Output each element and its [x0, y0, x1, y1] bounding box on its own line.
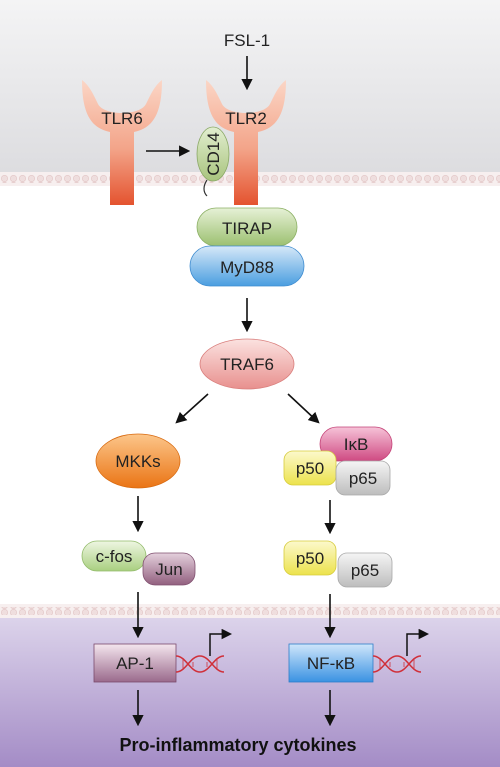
cfos-label: c-fos — [96, 547, 133, 566]
p65-free-label: p65 — [351, 561, 379, 580]
output-label: Pro-inflammatory cytokines — [119, 735, 356, 755]
traf6-to-nfkb-complex-arrow — [287, 393, 320, 424]
ap1-node — [93, 643, 177, 683]
tirap-label: TIRAP — [222, 219, 272, 238]
ikb-label: IκB — [344, 435, 369, 454]
dna-helix-right — [372, 655, 422, 673]
transcription-start-arrow-left — [209, 628, 233, 656]
nucleus-region — [0, 612, 500, 767]
jun-label: Jun — [155, 560, 182, 579]
p65-free-node — [337, 552, 393, 588]
nfkb-label: NF-κB — [307, 654, 355, 673]
traf6-to-mkks-arrow — [175, 393, 209, 424]
cd14-protein — [196, 126, 230, 197]
tlr6-label: TLR6 — [101, 109, 143, 128]
mkks-node — [95, 433, 181, 489]
tlr6-receptor — [82, 80, 162, 205]
cd14-label: CD14 — [204, 132, 223, 175]
myd88-node — [189, 245, 305, 287]
ligand-label: FSL-1 — [224, 31, 270, 50]
nuclear-membrane — [0, 604, 500, 618]
cfos-node — [81, 540, 147, 572]
p50-free-node — [283, 540, 337, 576]
mkks-label: MKKs — [115, 452, 160, 471]
p50-label: p50 — [296, 459, 324, 478]
tlr2-receptor — [206, 80, 286, 205]
tlr2-label: TLR2 — [225, 109, 267, 128]
p65-node — [335, 460, 391, 496]
p65-label: p65 — [349, 469, 377, 488]
transcription-start-arrow-right — [406, 628, 430, 656]
p50-free-label: p50 — [296, 549, 324, 568]
dna-helix-left — [175, 655, 225, 673]
myd88-label: MyD88 — [220, 258, 274, 277]
ap1-label: AP-1 — [116, 654, 154, 673]
jun-node — [142, 552, 196, 586]
traf6-node — [199, 338, 295, 390]
traf6-label: TRAF6 — [220, 355, 274, 374]
nfkb-node — [288, 643, 374, 683]
